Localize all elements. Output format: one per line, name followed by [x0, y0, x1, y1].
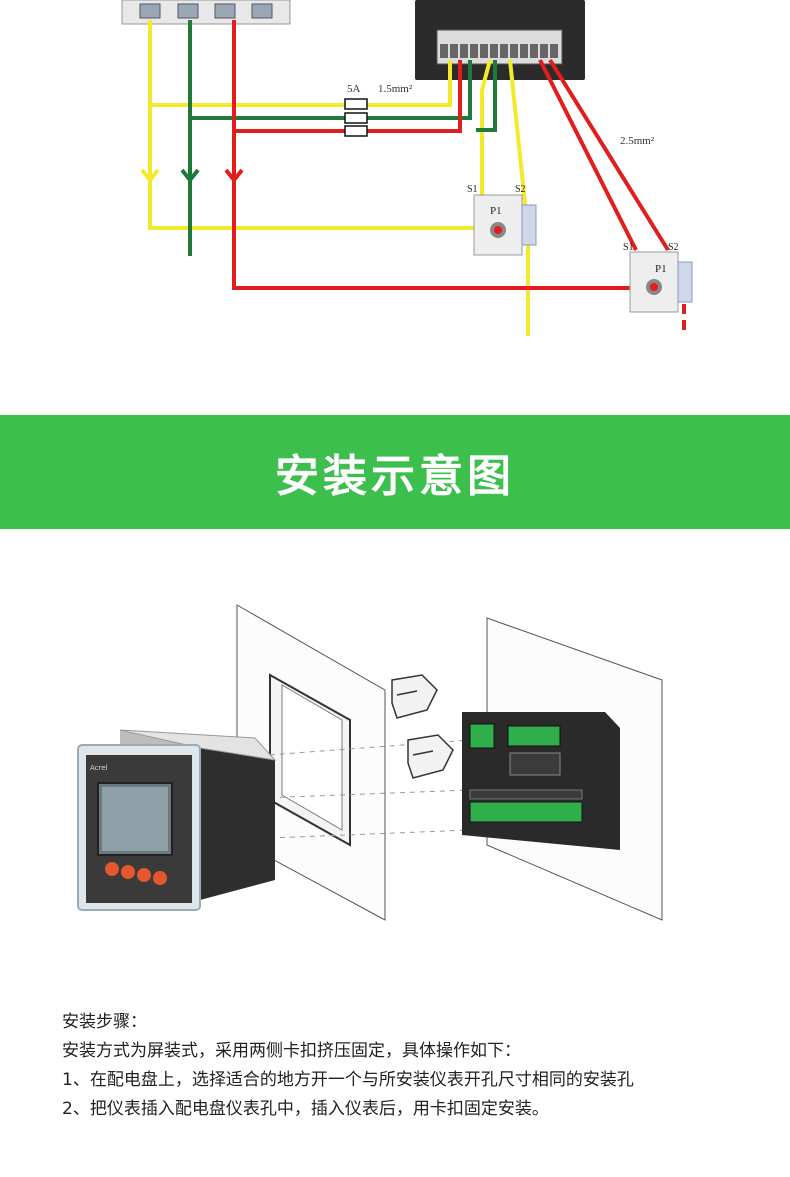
- wire-size-large: 2.5mm²: [620, 135, 655, 147]
- mounting-clips: [391, 674, 454, 779]
- green-wire: [188, 20, 497, 256]
- meter-back-unit: [462, 712, 620, 850]
- current-transformer-2: [629, 251, 693, 313]
- current-transformer-1: [473, 194, 537, 256]
- ct2-s1: S1: [623, 242, 634, 253]
- installation-illustration: Acrel: [77, 604, 663, 921]
- flow-arrows: [140, 168, 244, 184]
- wire-size-small: 1.5mm²: [378, 83, 413, 95]
- step-1: 1、在配电盘上，选择适合的地方开一个与所安装仪表开孔尺寸相同的安装孔: [62, 1070, 634, 1090]
- ct2-s2: S2: [668, 242, 679, 253]
- meter-brand: Acrel: [90, 764, 108, 772]
- breaker-terminals: [121, 0, 291, 25]
- wiring-diagram: 5A 1.5mm² 2.5mm² P1 S1 S2 P1 S1 S2: [121, 0, 693, 336]
- meter-terminal-block: [415, 0, 585, 80]
- ct1-name: P1: [490, 205, 502, 217]
- yellow-wire: [148, 20, 530, 336]
- installation-steps: 安装步骤： 安装方式为屏装式，采用两侧卡扣挤压固定，具体操作如下： 1、在配电盘…: [62, 1008, 782, 1124]
- ct2-name: P1: [655, 263, 667, 275]
- step-2: 2、把仪表插入配电盘仪表孔中，插入仪表后，用卡扣固定安装。: [62, 1099, 549, 1119]
- fuses: [344, 98, 368, 137]
- ct1-s1: S1: [467, 184, 478, 195]
- steps-heading: 安装步骤：: [62, 1012, 147, 1032]
- steps-intro: 安装方式为屏装式，采用两侧卡扣挤压固定，具体操作如下：: [62, 1041, 521, 1061]
- ct1-s2: S2: [515, 184, 526, 195]
- banner-title: 安装示意图: [275, 451, 515, 502]
- meter-front-unit: [77, 729, 277, 911]
- section-banner: 安装示意图: [0, 415, 790, 529]
- red-wire: [232, 20, 686, 336]
- fuse-label: 5A: [347, 83, 361, 95]
